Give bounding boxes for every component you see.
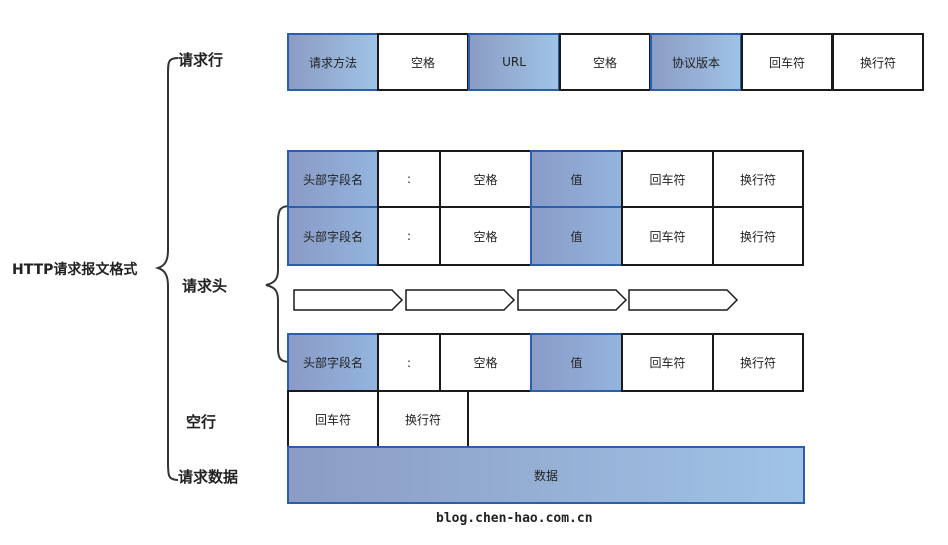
request-line-cell-space: 空格 xyxy=(377,33,469,91)
header-cell-colon: : xyxy=(377,206,441,266)
header-cell-value: 值 xyxy=(530,206,623,266)
blank-line-label: 空行 xyxy=(186,413,217,431)
header-cell-space: 空格 xyxy=(439,333,532,392)
header-cell-lf: 换行符 xyxy=(712,333,804,392)
request-line-cell-lf: 换行符 xyxy=(832,33,924,91)
request-body-label: 请求数据 xyxy=(178,468,239,486)
blank-line-cell-cr: 回车符 xyxy=(287,390,379,448)
request-body-cell: 数据 xyxy=(287,446,805,504)
header-cell-cr: 回车符 xyxy=(621,206,714,266)
request-line-cell-url: URL xyxy=(468,33,560,91)
continuation-arrow xyxy=(628,289,739,311)
request-headers-label: 请求头 xyxy=(182,277,228,295)
header-cell-cr: 回车符 xyxy=(621,333,714,392)
header-cell-field-name: 头部字段名 xyxy=(287,333,379,392)
request-line-label: 请求行 xyxy=(178,51,224,69)
continuation-arrows xyxy=(293,289,739,311)
header-cell-colon: : xyxy=(377,333,441,392)
header-cell-space: 空格 xyxy=(439,206,532,266)
header-cell-field-name: 头部字段名 xyxy=(287,150,379,208)
request-line-cell-method: 请求方法 xyxy=(287,33,379,91)
header-cell-space: 空格 xyxy=(439,150,532,208)
request-line-cell-space: 空格 xyxy=(559,33,651,91)
header-cell-value: 值 xyxy=(530,333,623,392)
header-cell-colon: : xyxy=(377,150,441,208)
header-cell-lf: 换行符 xyxy=(712,150,804,208)
request-line-cell-version: 协议版本 xyxy=(650,33,742,91)
header-cell-value: 值 xyxy=(530,150,623,208)
header-cell-field-name: 头部字段名 xyxy=(287,206,379,266)
header-cell-cr: 回车符 xyxy=(621,150,714,208)
continuation-arrow xyxy=(405,289,516,311)
header-cell-lf: 换行符 xyxy=(712,206,804,266)
blank-line-cell-lf: 换行符 xyxy=(377,390,469,448)
request-line-cell-cr: 回车符 xyxy=(741,33,833,91)
continuation-arrow xyxy=(293,289,404,311)
watermark: blog.chen-hao.com.cn xyxy=(436,511,593,526)
root-label: HTTP请求报文格式 xyxy=(12,262,138,278)
continuation-arrow xyxy=(517,289,628,311)
